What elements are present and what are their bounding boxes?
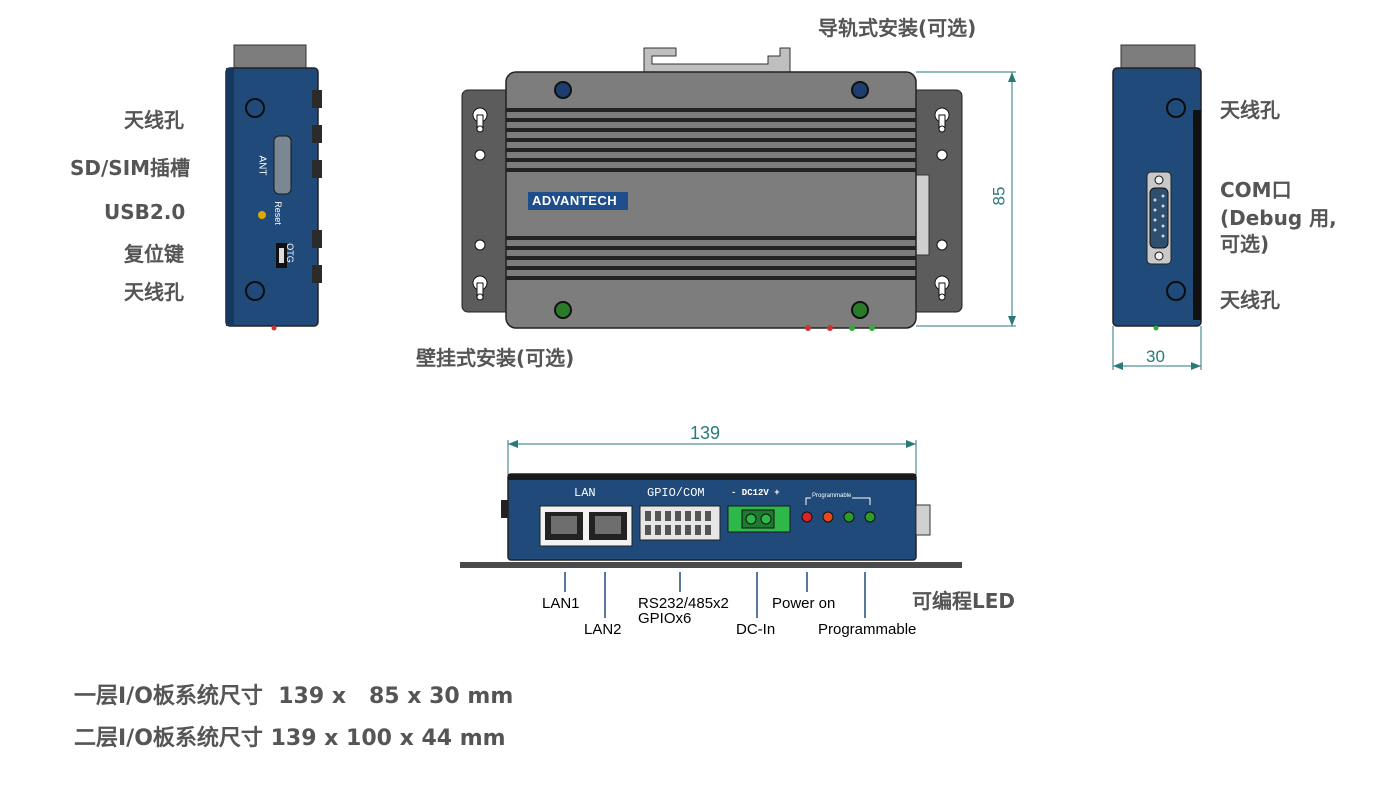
label-programmable: Programmable [818,621,917,638]
panel-text-dc12v: - DC12V + [731,488,780,498]
advantech-logo: ADVANTECH [532,193,618,208]
label-antenna-hole-bottom-right: 天线孔 [1220,288,1280,312]
label-antenna-hole-top-right: 天线孔 [1220,98,1280,122]
dimension-height: 85 [989,186,1009,206]
label-dc-in: DC-In [736,621,776,638]
panel-text-reset: Reset [272,201,283,225]
dimension-width: 30 [1146,347,1165,366]
label-antenna-hole-bottom-left: 天线孔 [124,280,184,304]
label-gpio: GPIOx6 [638,610,692,627]
label-lan2: LAN2 [584,621,622,638]
spec-two-layer: 二层I/O板系统尺寸 139 x 100 x 44 mm [74,726,506,751]
panel-text-otg: OTG [284,243,295,263]
label-usb: USB2.0 [104,200,186,224]
front-view [461,47,1016,331]
right-side-view [1112,44,1202,370]
panel-text-programmable: Programmable [811,493,853,499]
panel-text-lan: LAN [574,486,596,500]
label-reset-key: 复位键 [124,242,184,266]
bottom-view [460,440,962,618]
label-com-port-debug: (Debug 用, [1220,206,1337,230]
label-sd-sim-slot: SD/SIM插槽 [70,156,191,180]
spec-one-layer: 一层I/O板系统尺寸 139 x 85 x 30 mm [74,684,514,709]
dimension-length: 139 [690,423,721,443]
label-wall-mount: 壁挂式安装(可选) [416,346,575,370]
label-din-rail-mount: 导轨式安装(可选) [818,16,977,40]
label-programmable-led: 可编程LED [912,589,1016,613]
label-antenna-hole-top-left: 天线孔 [124,108,184,132]
label-lan1: LAN1 [542,595,580,612]
label-com-port: COM口 [1220,178,1292,202]
label-rs232-485: RS232/485x2 [638,595,729,612]
label-com-port-optional: 可选) [1220,232,1270,256]
panel-text-ant: ANT [256,155,268,176]
label-power-on: Power on [772,595,836,612]
panel-text-gpio-com: GPIO/COM [647,486,705,500]
left-side-view [225,44,322,331]
